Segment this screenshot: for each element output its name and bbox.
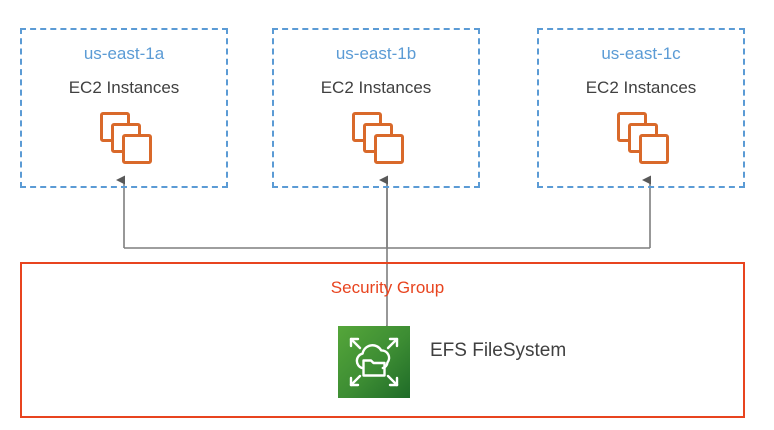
ec2-instances-icon[interactable] [617,112,679,170]
security-group-label: Security Group [330,278,445,297]
ec2-instances-icon[interactable] [100,112,162,170]
az-label-us-east-1b: us-east-1b [335,44,417,63]
availability-zone-us-east-1b[interactable]: us-east-1b EC2 Instances [272,28,480,188]
availability-zone-us-east-1a[interactable]: us-east-1a EC2 Instances [20,28,228,188]
ec2-instances-label-1b: EC2 Instances [320,78,432,97]
availability-zone-us-east-1c[interactable]: us-east-1c EC2 Instances [537,28,745,188]
efs-filesystem-icon[interactable] [338,326,410,398]
ec2-instances-label-1a: EC2 Instances [68,78,180,97]
az-label-us-east-1c: us-east-1c [601,44,681,63]
ec2-square-front [374,134,404,164]
ec2-square-front [122,134,152,164]
security-group-box[interactable] [20,262,745,418]
ec2-instances-icon[interactable] [352,112,414,170]
ec2-instances-label-1c: EC2 Instances [585,78,697,97]
efs-filesystem-label: EFS FileSystem [430,340,567,361]
az-label-us-east-1a: us-east-1a [83,44,165,63]
ec2-square-front [639,134,669,164]
